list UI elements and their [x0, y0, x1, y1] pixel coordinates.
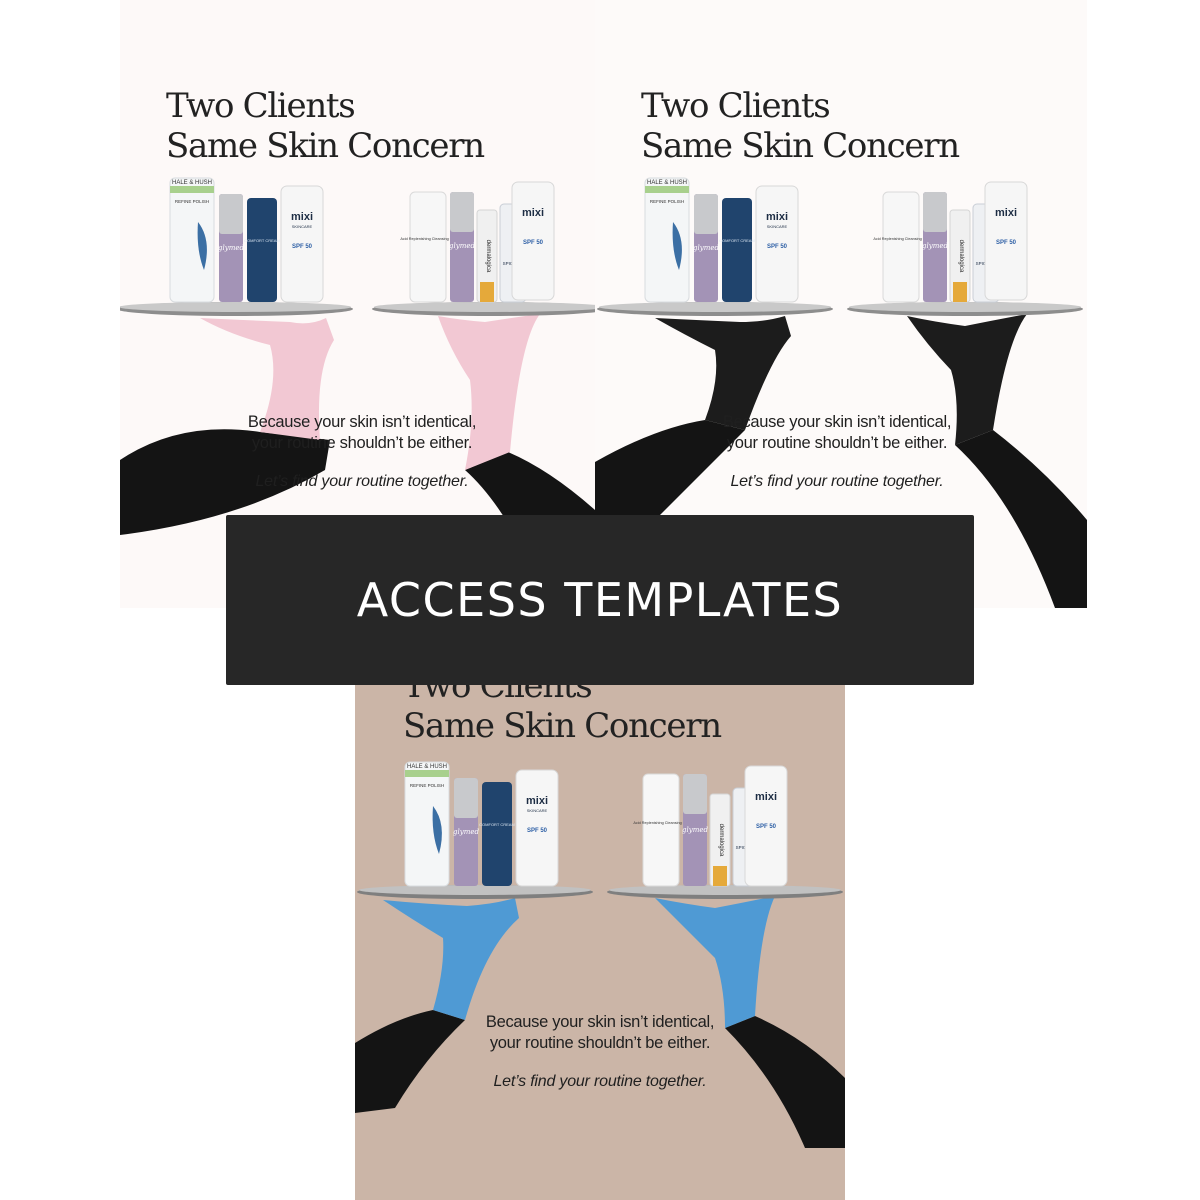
left-glove	[383, 898, 519, 1020]
poster-blue-glove: HALE & HUSH REFINE POLISH glymed COMFORT…	[355, 608, 845, 1200]
svg-text:SPF 50: SPF 50	[756, 824, 777, 830]
left-glove	[200, 318, 334, 440]
left-products: HALE & HUSH REFINE POLISH glymed COMFORT…	[644, 177, 799, 303]
left-glove	[655, 316, 791, 430]
cleansing-gel-tube	[642, 773, 680, 887]
right-products: Acid Replenishing Cleansing Gel glymed d…	[400, 181, 555, 303]
refine-polish-tube	[404, 761, 450, 887]
poster-headline: Two Clients Same Skin Concern	[641, 86, 960, 166]
access-templates-label: ACCESS TEMPLATES	[356, 573, 844, 627]
glymed-serum-brand: glymed	[218, 244, 244, 252]
comfort-cream-tube	[482, 782, 512, 886]
poster-cta: Let’s find your routine together.	[255, 473, 469, 490]
headline-line-1: Two Clients	[641, 86, 831, 126]
svg-text:mixi: mixi	[755, 791, 777, 803]
mixi-sunscreen-tube	[984, 181, 1028, 301]
poster-headline: Two Clients Same Skin Concern	[166, 86, 485, 166]
svg-text:SKINCARE: SKINCARE	[527, 808, 548, 813]
svg-text:glymed: glymed	[682, 826, 708, 834]
refine-polish-brand: HALE & HUSH	[172, 180, 212, 186]
left-products: HALE & HUSH REFINE POLISH glymed COMFORT…	[169, 177, 324, 303]
svg-text:COMFORT CREAM: COMFORT CREAM	[479, 822, 515, 827]
poster-artwork: HALE & HUSH REFINE POLISH glymed COMFORT…	[355, 761, 845, 1148]
comfort-cream-tube	[722, 198, 752, 302]
right-glove	[907, 314, 1027, 445]
svg-text:mixi: mixi	[522, 207, 544, 219]
tagline-line-1: Because your skin isn’t identical,	[485, 1013, 715, 1031]
right-sleeve	[955, 430, 1087, 608]
poster-tagline: Because your skin isn’t identical, your …	[469, 1012, 731, 1092]
svg-text:REFINE POLISH: REFINE POLISH	[650, 199, 684, 204]
svg-text:dermalogica: dermalogica	[958, 240, 964, 273]
comfort-cream-label: COMFORT CREAM	[244, 238, 280, 243]
headline-line-2: Same Skin Concern	[403, 706, 722, 746]
left-sleeve	[595, 420, 745, 530]
poster-pink-glove: HALE & HUSH REFINE POLISH glymed COMFORT…	[120, 0, 595, 608]
left-sleeve	[120, 429, 330, 535]
headline-line-2: Same Skin Concern	[641, 126, 960, 166]
svg-text:SPF 50: SPF 50	[292, 244, 313, 250]
svg-text:mixi: mixi	[766, 211, 788, 223]
svg-text:Acid Replenishing Cleansing Ge: Acid Replenishing Cleansing Gel	[633, 821, 688, 825]
svg-text:HALE & HUSH: HALE & HUSH	[407, 764, 447, 770]
svg-text:mixi: mixi	[995, 207, 1017, 219]
poster-cta: Let’s find your routine together.	[730, 473, 944, 490]
svg-text:dermalogica: dermalogica	[718, 824, 724, 857]
headline-line-2: Same Skin Concern	[166, 126, 485, 166]
svg-text:mixi: mixi	[526, 795, 548, 807]
right-products: Acid Replenishing Cleansing Gel glymed d…	[873, 181, 1028, 303]
refine-polish-tube	[169, 177, 215, 303]
left-sleeve	[355, 1010, 465, 1113]
svg-text:REFINE POLISH: REFINE POLISH	[410, 783, 444, 788]
mixi-sunscreen-tube	[755, 185, 799, 303]
headline-line-1: Two Clients	[166, 86, 356, 126]
cleansing-gel-label: Acid Replenishing Cleansing Gel	[400, 237, 455, 241]
svg-text:SPF 50: SPF 50	[996, 240, 1017, 246]
right-glove	[438, 314, 540, 470]
svg-text:COMFORT CREAM: COMFORT CREAM	[719, 238, 755, 243]
svg-text:SPF 50: SPF 50	[767, 244, 788, 250]
mixi-brand: mixi	[291, 211, 313, 223]
tagline-line-2: your routine shouldn’t be either.	[251, 434, 473, 452]
cleansing-gel-tube	[409, 191, 447, 303]
svg-text:glymed: glymed	[449, 242, 475, 250]
svg-text:SKINCARE: SKINCARE	[292, 224, 313, 229]
cleansing-gel-tube	[882, 191, 920, 303]
refine-polish-label: REFINE POLISH	[175, 199, 209, 204]
dermalogica-brand: dermalogica	[485, 240, 491, 273]
mixi-sunscreen-tube	[511, 181, 555, 301]
tagline-line-2: your routine shouldn’t be either.	[489, 1034, 711, 1052]
svg-text:SPF 50: SPF 50	[523, 240, 544, 246]
right-sleeve	[725, 1016, 845, 1148]
access-templates-button[interactable]: ACCESS TEMPLATES	[226, 515, 974, 685]
tagline-line-2: your routine shouldn’t be either.	[726, 434, 948, 452]
tagline-line-1: Because your skin isn’t identical,	[247, 413, 477, 431]
svg-text:glymed: glymed	[922, 242, 948, 250]
mixi-sunscreen-tube	[744, 765, 788, 887]
poster-black-glove: HALE & HUSH REFINE POLISH glymed COMFORT…	[595, 0, 1087, 608]
right-glove	[655, 896, 775, 1028]
tagline-line-1: Because your skin isn’t identical,	[722, 413, 952, 431]
svg-text:Acid Replenishing Cleansing Ge: Acid Replenishing Cleansing Gel	[873, 237, 928, 241]
poster-cta: Let’s find your routine together.	[493, 1073, 707, 1090]
comfort-cream-tube	[247, 198, 277, 302]
left-products: HALE & HUSH REFINE POLISH glymed COMFORT…	[404, 761, 559, 887]
poster-tagline: Because your skin isn’t identical, your …	[234, 412, 490, 492]
mixi-sunscreen-tube	[280, 185, 324, 303]
svg-text:SKINCARE: SKINCARE	[767, 224, 788, 229]
svg-text:HALE & HUSH: HALE & HUSH	[647, 180, 687, 186]
svg-text:SPF 50: SPF 50	[527, 828, 548, 834]
right-products: Acid Replenishing Cleansing Gel glymed d…	[633, 765, 788, 887]
poster-tagline: Because your skin isn’t identical, your …	[709, 412, 965, 492]
svg-text:glymed: glymed	[453, 828, 479, 836]
mixi-sunscreen-tube	[515, 769, 559, 887]
poster-artwork: HALE & HUSH REFINE POLISH glymed COMFORT…	[595, 177, 1087, 608]
svg-text:glymed: glymed	[693, 244, 719, 252]
refine-polish-tube	[644, 177, 690, 303]
